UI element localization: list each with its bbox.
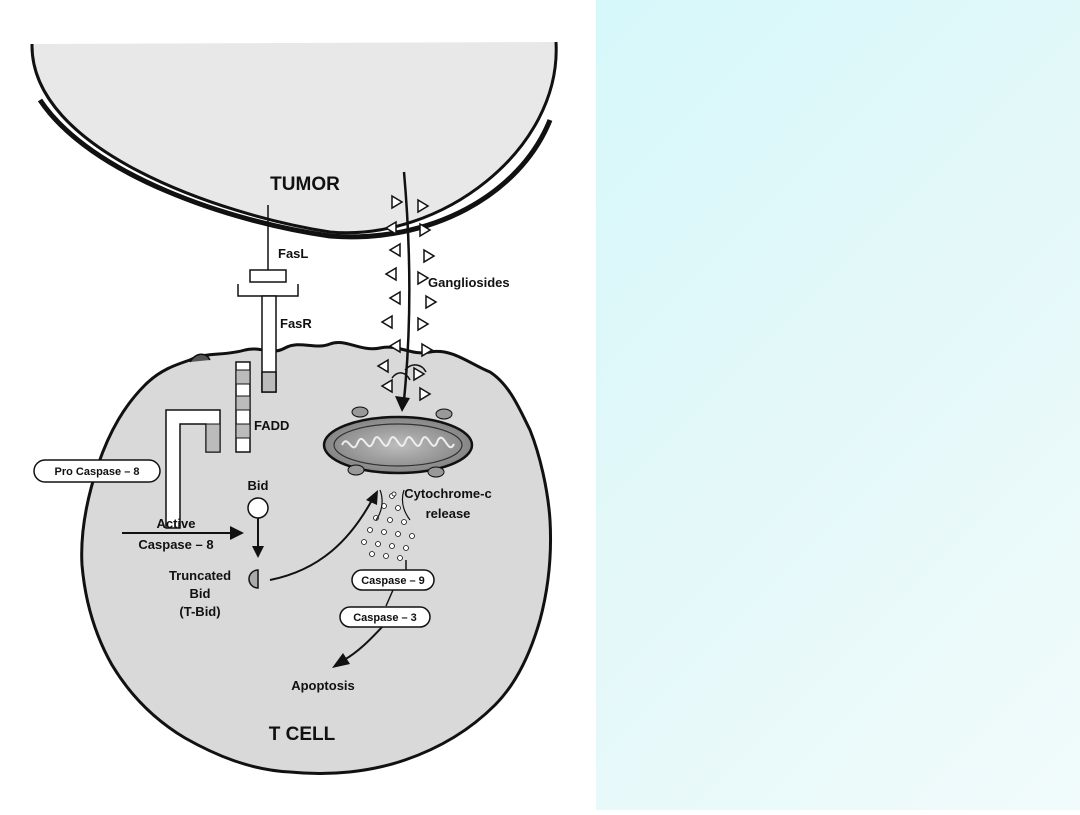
apoptosis-label: Apoptosis bbox=[291, 678, 355, 693]
release-label: release bbox=[426, 506, 471, 521]
pro-caspase-8-label: Pro Caspase – 8 bbox=[55, 466, 140, 478]
tumor-label: TUMOR bbox=[270, 174, 340, 195]
gangliosides-label: Gangliosides bbox=[428, 275, 510, 290]
truncated-bid-label: Bid bbox=[190, 586, 211, 601]
background-panel bbox=[596, 0, 1080, 810]
diagram-panel: Pro Caspase – 8 bbox=[30, 41, 558, 775]
truncated-label: Truncated bbox=[169, 568, 231, 583]
t-cell-label: T CELL bbox=[269, 724, 336, 745]
caspase-3-label: Caspase – 3 bbox=[353, 612, 417, 624]
t-cell bbox=[80, 341, 553, 775]
cytochrome-label: Cytochrome-c bbox=[404, 486, 491, 501]
fasl-label: FasL bbox=[278, 246, 308, 261]
apoptosis-diagram: Pro Caspase – 8 bbox=[30, 41, 558, 775]
t-bid-label: (T-Bid) bbox=[179, 604, 220, 619]
active-label: Active bbox=[156, 516, 195, 531]
bid-label: Bid bbox=[248, 478, 269, 493]
fadd-label: FADD bbox=[254, 418, 289, 433]
active-caspase-8-label: Caspase – 8 bbox=[138, 537, 213, 552]
fasr-label: FasR bbox=[280, 316, 312, 331]
caspase-9-label: Caspase – 9 bbox=[361, 575, 425, 587]
